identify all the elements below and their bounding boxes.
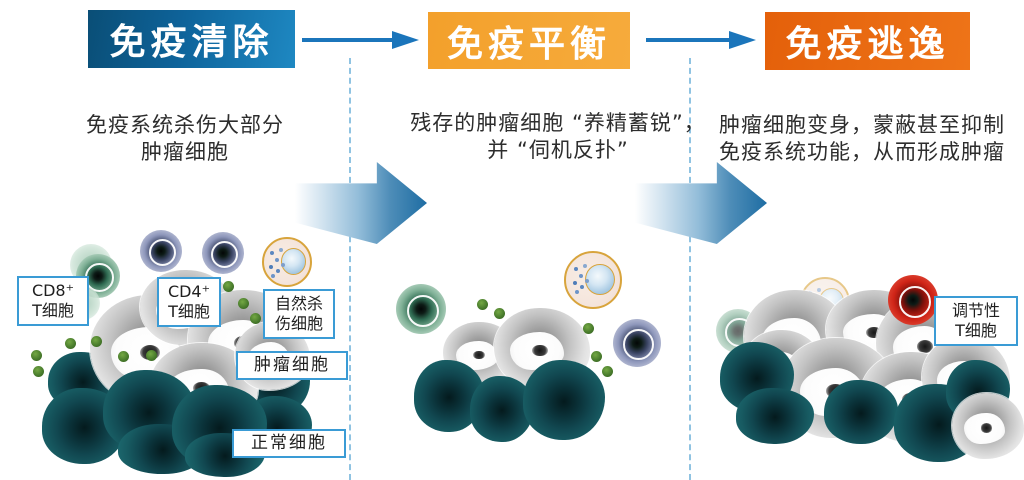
cd4-tcell — [140, 230, 182, 272]
panel-divider-2 — [689, 58, 691, 480]
tumor-cell-label: 肿瘤细胞 — [236, 351, 348, 380]
cytokine-dot — [31, 350, 42, 361]
normal-cell — [736, 388, 814, 444]
flow-arrow-2-head-icon — [729, 31, 756, 49]
cytokine-dot — [477, 299, 488, 310]
cytokine-dot — [494, 308, 505, 319]
normal-cell — [824, 380, 898, 444]
nk-cell-label: 自然杀 伤细胞 — [263, 289, 335, 339]
cd4-tcell-label: CD4⁺ T细胞 — [157, 277, 221, 327]
cytokine-dot — [250, 313, 261, 324]
treg-cell-label: 调节性 T细胞 — [934, 296, 1018, 346]
stage-header-elimination: 免疫清除 — [88, 10, 295, 68]
cd8-tcell — [396, 284, 446, 334]
normal-cell — [523, 360, 605, 440]
cytokine-dot — [602, 366, 613, 377]
flow-arrow-2-line — [646, 38, 730, 42]
panel-divider-1 — [349, 58, 351, 480]
nk-cell-nucleus — [585, 263, 616, 296]
stage-desc-equilibrium: 残存的肿瘤细胞 “养精蓄锐”， 并 “伺机反扑” — [410, 111, 706, 162]
cytokine-dot — [91, 336, 102, 347]
cytokine-dot — [591, 351, 602, 362]
cytokine-dot — [583, 323, 594, 334]
flow-arrow-1-head-icon — [392, 31, 419, 49]
stage-header-escape: 免疫逃逸 — [765, 12, 970, 70]
transition-arrow-1-icon — [295, 162, 427, 244]
tumor-cell — [952, 393, 1024, 459]
nk-cell-granules — [270, 250, 275, 255]
cd8-tcell-label: CD8⁺ T细胞 — [17, 276, 89, 326]
nk-cell — [262, 237, 312, 287]
cytokine-dot — [146, 350, 157, 361]
nk-cell — [564, 251, 622, 309]
nk-cell-granules — [573, 267, 578, 272]
cd8-tcell — [76, 254, 120, 298]
normal-cell-label: 正常细胞 — [232, 429, 346, 458]
flow-arrow-1-line — [302, 38, 394, 42]
treg-cell — [888, 275, 938, 325]
cytokine-dot — [33, 366, 44, 377]
transition-arrow-2-icon — [635, 162, 767, 244]
stage-desc-elimination: 免疫系统杀伤大部分 肿瘤细胞 — [86, 113, 284, 164]
stage-desc-escape: 肿瘤细胞变身，蒙蔽甚至抑制 免疫系统功能，从而形成肿瘤 — [719, 113, 1005, 164]
cytokine-dot — [118, 351, 129, 362]
cytokine-dot — [223, 281, 234, 292]
cd4-tcell — [613, 319, 661, 367]
cytokine-dot — [65, 338, 76, 349]
nk-cell-nucleus — [280, 248, 306, 275]
cytokine-dot — [238, 298, 249, 309]
cd4-tcell — [202, 232, 244, 274]
stage-header-equilibrium: 免疫平衡 — [428, 12, 630, 69]
